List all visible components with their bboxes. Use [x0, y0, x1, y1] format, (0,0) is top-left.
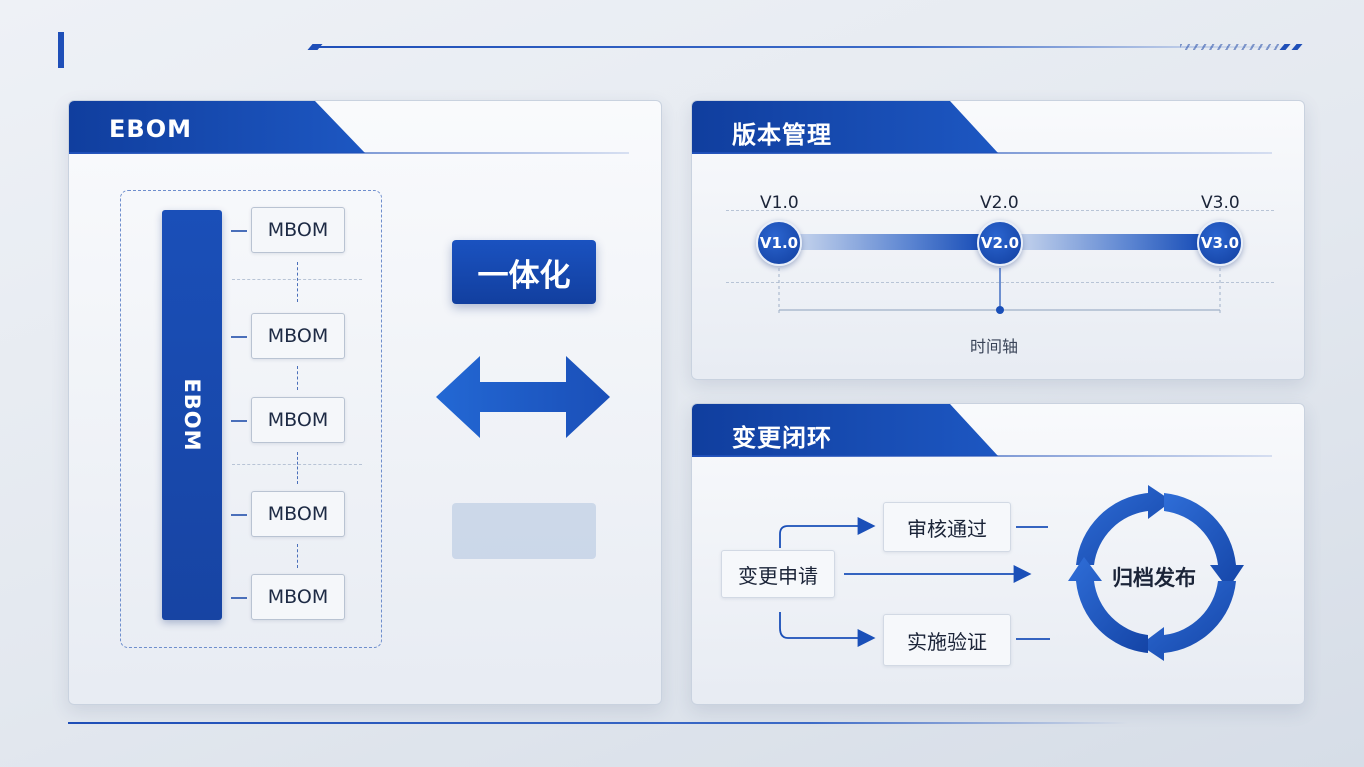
top-hatch-decoration — [1180, 44, 1280, 50]
mbom-link-dash — [297, 262, 298, 302]
mbom-box[interactable]: MBOM — [251, 207, 345, 253]
change-panel-header-line — [692, 455, 1272, 457]
mbom-link-dash — [297, 366, 298, 390]
placeholder-block — [452, 503, 596, 559]
mbom-connector — [231, 420, 247, 422]
mbom-connector — [231, 336, 247, 338]
mbom-box[interactable]: MBOM — [251, 491, 345, 537]
version-panel-title: 版本管理 — [732, 121, 832, 149]
ebom-bar-label: EBOM — [180, 378, 204, 452]
ebom-panel-title: EBOM — [109, 115, 192, 143]
timeline-axis — [778, 268, 1221, 314]
double-arrow-icon — [436, 356, 610, 438]
mbom-connector — [231, 597, 247, 599]
cycle-arrows-icon — [1068, 485, 1244, 661]
mbom-connector — [231, 514, 247, 516]
top-divider-line — [312, 46, 1302, 48]
timeline-guide — [726, 210, 1274, 211]
ebom-panel-header-line — [69, 152, 629, 154]
version-progress-bar — [800, 234, 980, 250]
change-panel-title: 变更闭环 — [732, 424, 832, 452]
ebom-structure-frame — [120, 190, 382, 648]
archive-release-label: 归档发布 — [1112, 566, 1196, 590]
mbom-link-dash — [297, 452, 298, 484]
version-label: V3.0 — [1201, 193, 1240, 213]
version-panel-header — [692, 101, 998, 153]
top-accent-bar — [58, 32, 64, 68]
mbom-box[interactable]: MBOM — [251, 574, 345, 620]
ebom-bar[interactable]: EBOM — [162, 210, 222, 620]
integration-badge[interactable]: 一体化 — [452, 240, 596, 304]
mbom-connector — [231, 230, 247, 232]
verification-step[interactable]: 实施验证 — [883, 614, 1011, 666]
version-label: V1.0 — [760, 193, 799, 213]
version-label: V2.0 — [980, 193, 1019, 213]
bottom-divider-line — [68, 722, 1128, 724]
version-panel-header-line — [692, 152, 1272, 154]
change-flow-arrows — [779, 517, 1050, 647]
mbom-link-dash — [297, 544, 298, 568]
change-request-step[interactable]: 变更申请 — [721, 550, 835, 598]
mbom-box[interactable]: MBOM — [251, 397, 345, 443]
ebom-panel-header — [69, 101, 365, 153]
change-panel-header — [692, 404, 998, 456]
version-node[interactable]: V3.0 — [1197, 220, 1243, 266]
version-progress-bar — [1020, 234, 1200, 250]
version-node[interactable]: V2.0 — [977, 220, 1023, 266]
mbom-box[interactable]: MBOM — [251, 313, 345, 359]
version-node[interactable]: V1.0 — [756, 220, 802, 266]
timeline-label: 时间轴 — [970, 337, 1019, 356]
approval-step[interactable]: 审核通过 — [883, 502, 1011, 552]
